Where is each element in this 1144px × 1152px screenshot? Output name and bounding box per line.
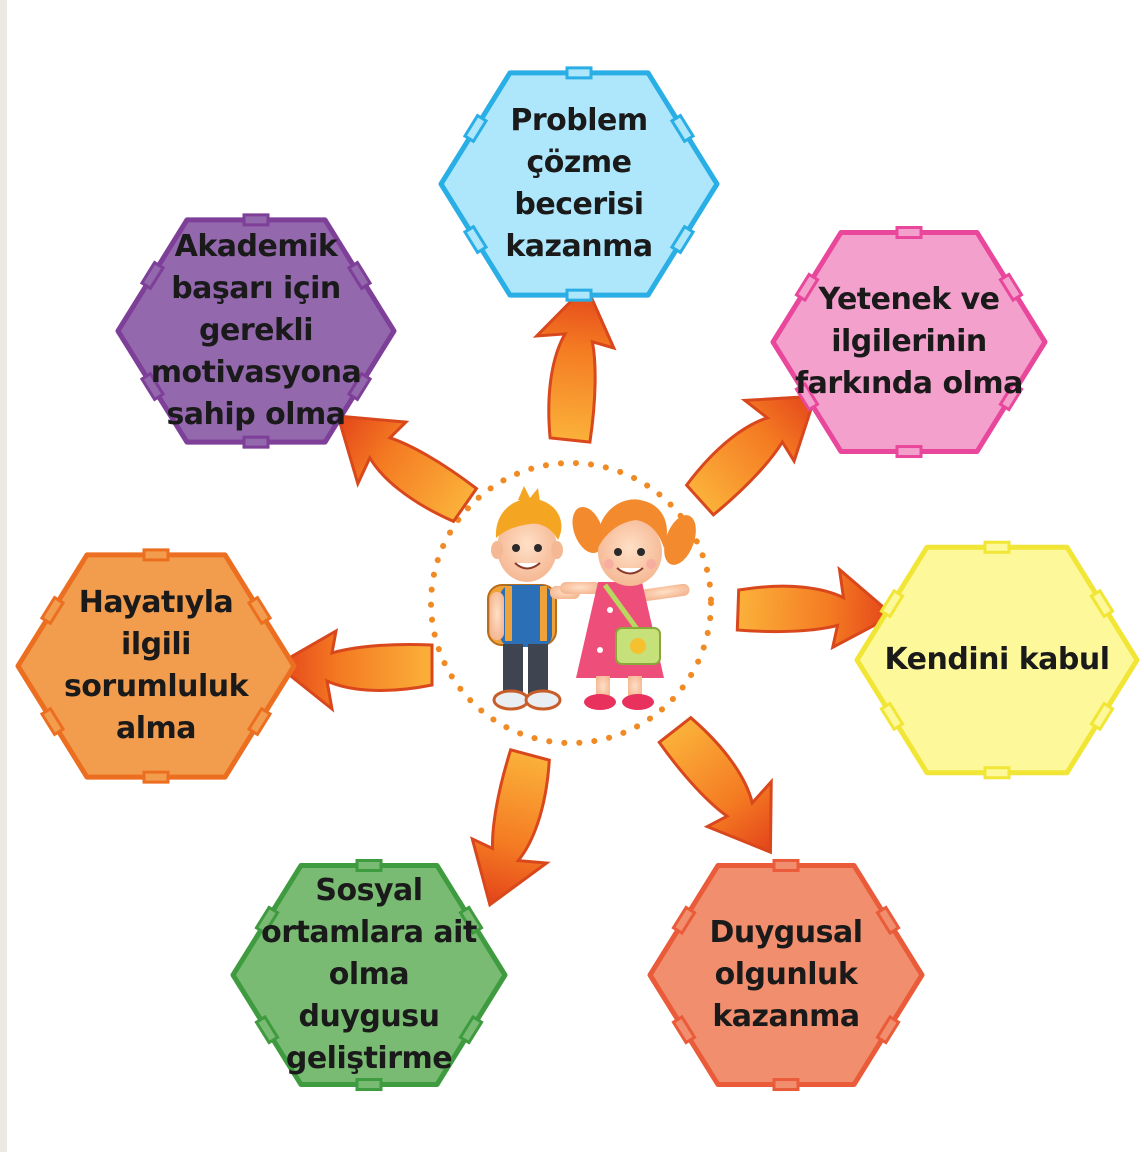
hexagon-notch	[346, 371, 373, 402]
node-label-duygusal: Duygusal olgunluk kazanma	[709, 915, 863, 1034]
hexagon-notch	[39, 595, 66, 626]
arrow-to-hayatiyla	[274, 628, 434, 713]
hexagon-notch	[355, 858, 383, 872]
hexagon-kendini	[854, 540, 1140, 780]
boy-figure	[487, 486, 580, 711]
hexagon-notch	[39, 706, 66, 737]
dotted-ring	[428, 460, 714, 746]
hexagon-notch	[139, 371, 166, 402]
node-label-problem: Problem çözme becerisi kazanma	[505, 103, 653, 264]
hexagon-notch	[879, 588, 905, 619]
hexagon-duygusal	[647, 858, 925, 1092]
arrows	[274, 283, 896, 908]
hexagon-notch	[998, 272, 1024, 303]
hexagon-nodes	[15, 66, 1140, 1092]
hexagon-notch	[246, 595, 273, 626]
hexagon-notch	[1089, 588, 1115, 619]
hexagon-notch	[875, 1014, 901, 1045]
hexagon-notch	[772, 1078, 800, 1092]
hexagon-notch	[242, 213, 270, 227]
arrow-to-sosyal	[470, 748, 551, 908]
hexagon-problem	[438, 66, 720, 302]
hexagon-notch	[458, 905, 484, 936]
hexagon-notch	[462, 113, 489, 144]
hexagon-notch	[254, 905, 280, 936]
hexagon-notch	[794, 381, 820, 412]
hexagon-notch	[669, 113, 696, 144]
node-label-yetenek: Yetenek ve ilgilerinin farkında olma	[795, 282, 1023, 401]
hexagon-notch	[565, 66, 593, 80]
girl-figure	[560, 499, 696, 710]
hexagon-notch	[983, 540, 1011, 554]
hexagon-notch	[895, 445, 923, 459]
hexagon-notch	[139, 260, 166, 291]
hexagon-notch	[669, 224, 696, 255]
hexagon-yetenek	[770, 225, 1048, 459]
hexagon-notch	[1089, 701, 1115, 732]
hexagon-shape-yetenek	[770, 229, 1048, 455]
hexagon-akademik	[115, 213, 397, 449]
hexagon-notch	[671, 1014, 697, 1045]
hexagon-shape-akademik	[115, 217, 397, 445]
hexagon-notch	[998, 381, 1024, 412]
hexagon-notch	[254, 1014, 280, 1045]
hexagon-notch	[565, 288, 593, 302]
hexagon-shape-kendini	[854, 544, 1140, 776]
node-label-hayatiyla: Hayatıyla ilgili sorumluluk alma	[63, 585, 249, 746]
hexagon-hayatiyla	[15, 548, 297, 784]
hexagon-shape-sosyal	[230, 862, 508, 1088]
hexagon-notch	[458, 1014, 484, 1045]
hexagon-sosyal	[230, 858, 508, 1092]
hexagon-notch	[346, 260, 373, 291]
hexagon-notch	[142, 548, 170, 562]
arrow-to-duygusal	[657, 715, 773, 855]
hexagon-shape-problem	[438, 70, 720, 298]
hexagon-notch	[242, 435, 270, 449]
hexagon-notch	[895, 225, 923, 239]
hexagon-notch	[671, 905, 697, 936]
hexagon-notch	[772, 858, 800, 872]
left-edge-strip	[0, 0, 7, 1152]
node-label-sosyal: Sosyal ortamlara ait olma duygusu gelişt…	[261, 873, 477, 1076]
hexagon-notch	[355, 1078, 383, 1092]
hexagon-notch	[142, 770, 170, 784]
node-label-akademik: Akademik başarı için gerekli motivasyona…	[150, 229, 362, 432]
arrow-to-akademik	[335, 414, 479, 524]
hexagon-shape-hayatiyla	[15, 552, 297, 780]
node-label-kendini: Kendini kabul	[884, 642, 1110, 677]
arrow-to-problem	[532, 283, 617, 444]
hexagon-notch	[875, 905, 901, 936]
hexagon-notch	[794, 272, 820, 303]
hexagon-notch	[462, 224, 489, 255]
hexagon-shape-duygusal	[647, 862, 925, 1088]
hexagon-notch	[246, 706, 273, 737]
arrow-to-kendini	[735, 565, 896, 651]
hexagon-notch	[879, 701, 905, 732]
children-illustration	[487, 486, 696, 711]
hexagon-notch	[983, 766, 1011, 780]
arrow-to-yetenek	[684, 394, 818, 517]
